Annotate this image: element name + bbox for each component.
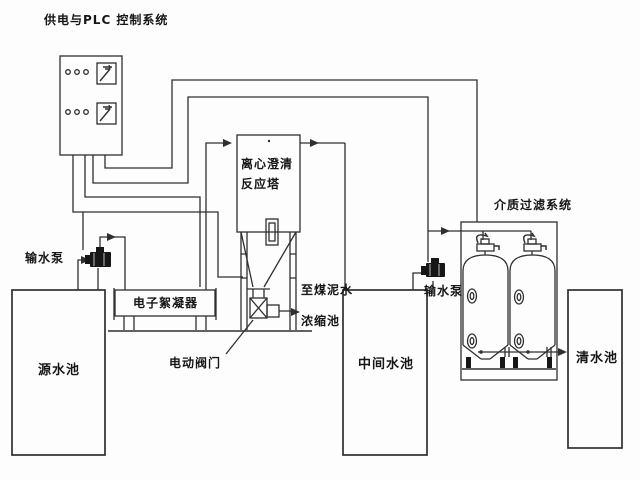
middle-pool-label: 中间水池 [358, 357, 415, 372]
source-pool-label: 源水池 [38, 363, 81, 378]
slime-destination-line1: 至煤泥水 [301, 283, 354, 297]
media-filter-system [460, 221, 558, 381]
control-system-label: 供电与PLC 控制系统 [44, 13, 169, 27]
control-wiring [72, 79, 478, 287]
flocculator-label: 电子絮凝器 [133, 296, 199, 310]
pump-right-label: 输水泵 [424, 284, 464, 298]
electric-valve-icon [225, 297, 291, 355]
meter-icon [96, 102, 117, 125]
media-filter-system-label: 介质过滤系统 [494, 198, 573, 212]
slime-destination-line2: 浓缩池 [301, 314, 341, 328]
middle-pool-box [342, 289, 428, 456]
tank-top-valve-icon [475, 232, 500, 255]
filter-tank-1 [462, 232, 509, 368]
valve-leader-line [225, 319, 254, 355]
flocculator-box [108, 288, 312, 332]
pump-icon [85, 247, 111, 267]
filter-tank-2 [509, 232, 556, 368]
indicator-lights-icon [65, 69, 89, 115]
reaction-tower [236, 134, 301, 330]
source-pool-box [11, 289, 106, 456]
electric-valve-label: 电动阀门 [169, 356, 222, 370]
tank-top-valve-icon [522, 232, 547, 255]
water-piping [77, 142, 564, 357]
clean-pool-label: 清水池 [576, 351, 619, 366]
pump-icon [421, 258, 445, 277]
pump-left-label: 输水泵 [25, 251, 65, 265]
reaction-tower-label-line2: 反应塔 [241, 177, 281, 191]
clean-pool-box [567, 289, 623, 449]
reaction-tower-label-line1: 离心澄清 [241, 157, 294, 171]
meter-icon [96, 62, 117, 85]
control-cabinet [59, 55, 123, 156]
